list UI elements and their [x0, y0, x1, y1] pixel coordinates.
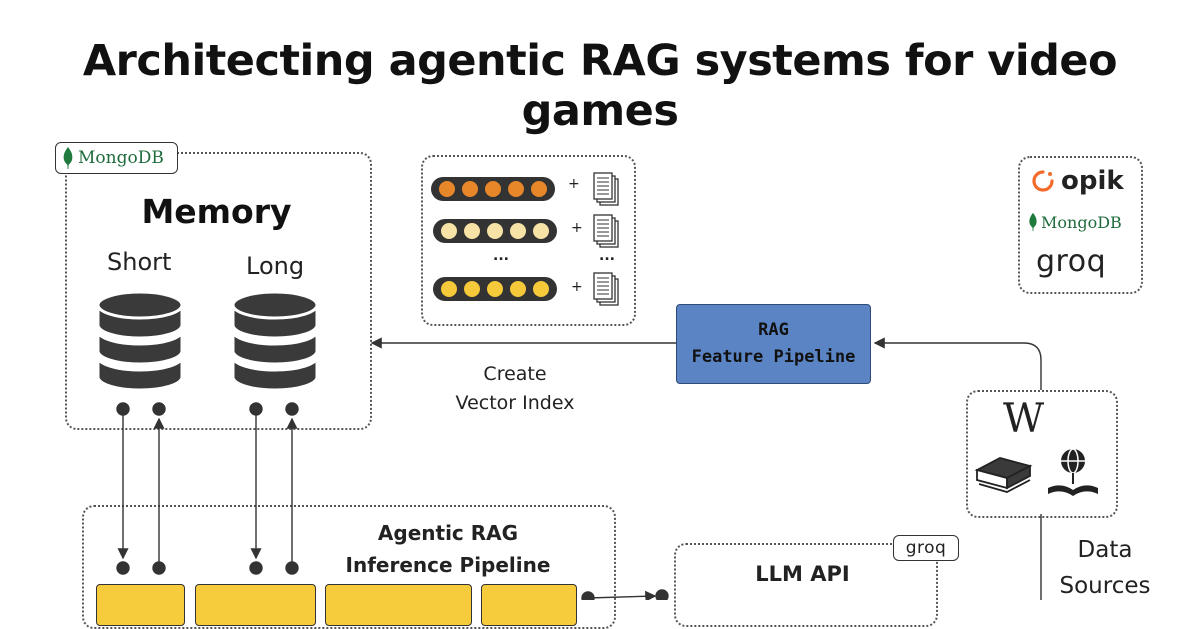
data-sources-container [966, 390, 1118, 518]
mongodb-leaf-icon [63, 147, 73, 169]
plus-sign-2: + [571, 220, 583, 236]
document-ellipsis: ... [599, 248, 615, 264]
long-memory-label: Long [246, 252, 305, 280]
opik-logo: opik [1031, 166, 1124, 196]
plus-sign-3: + [571, 279, 583, 295]
opik-icon [1032, 170, 1054, 192]
rag-feature-pipeline-line1: RAG [758, 320, 789, 340]
pipeline-block-1 [96, 584, 185, 626]
data-sources-line1: Data [1077, 537, 1133, 563]
plus-sign-1: + [568, 176, 580, 192]
page-title: Architecting agentic RAG systems for vid… [82, 36, 1118, 136]
create-vector-index-line2: Vector Index [455, 392, 575, 414]
agentic-rag-line2: Inference Pipeline [345, 553, 551, 577]
groq-badge: groq [893, 535, 959, 561]
data-sources-line2: Sources [1059, 573, 1151, 599]
agentic-rag-label: Agentic RAG Inference Pipeline [318, 517, 578, 581]
mongodb-badge: MongoDB [55, 142, 178, 174]
memory-title: Memory [141, 192, 292, 231]
opik-label: opik [1061, 166, 1124, 196]
tools-container [1018, 156, 1143, 294]
create-vector-index-label: Create Vector Index [440, 360, 590, 418]
rag-feature-pipeline-line2: Feature Pipeline [691, 347, 856, 367]
short-memory-label: Short [107, 248, 172, 276]
groq-label: groq [1036, 244, 1107, 279]
create-vector-index-line1: Create [483, 363, 547, 385]
mongodb-tool-logo: MongoDB [1028, 211, 1122, 233]
mongodb-badge-label: MongoDB [78, 148, 164, 168]
mongodb-leaf-icon [1029, 212, 1037, 232]
pipeline-block-4 [481, 584, 577, 626]
embedding-ellipsis: ... [493, 248, 509, 264]
mongodb-tool-label: MongoDB [1041, 212, 1122, 232]
llm-api-title: LLM API [755, 562, 850, 586]
pipeline-block-2 [195, 584, 316, 626]
agentic-rag-line1: Agentic RAG [377, 521, 519, 545]
pipeline-block-3 [325, 584, 472, 626]
vector-embeddings-container [421, 155, 636, 326]
groq-logo: groq [1036, 244, 1106, 279]
rag-feature-pipeline-box: RAG Feature Pipeline [676, 304, 871, 384]
data-sources-label: Data Sources [1045, 532, 1165, 604]
